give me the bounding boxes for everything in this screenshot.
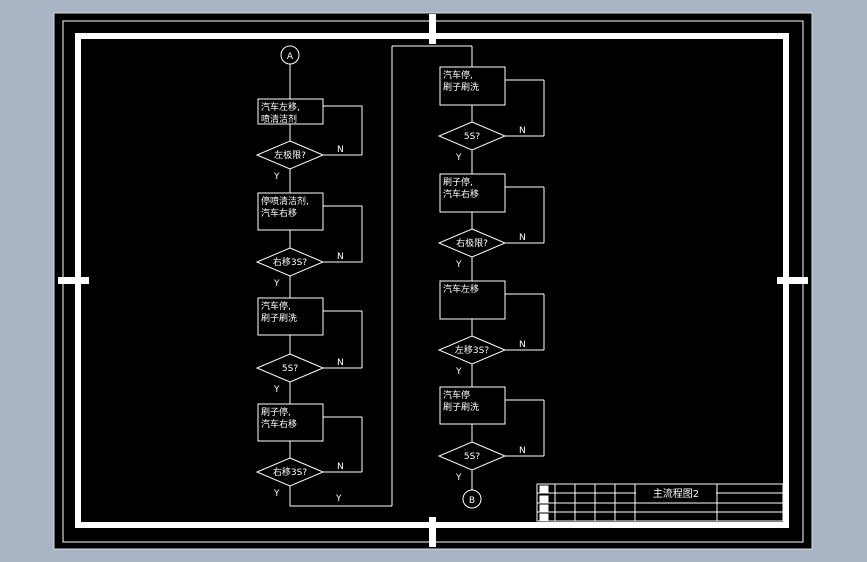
right-decision-text: 左移3S? (455, 344, 489, 356)
flowchart-labels: A汽车左移,喷清洁剂左极限?NY停喷清洁剂,汽车右移右移3S?NY汽车停,刷子刷… (261, 52, 526, 506)
end-connector-label: B (469, 496, 475, 506)
right-process-text: 汽车右移 (443, 188, 479, 200)
right-yes-label: Y (455, 260, 462, 270)
flowchart (255, 45, 545, 509)
right-process-text: 汽车停 (443, 389, 470, 401)
left-no-label: N (337, 462, 344, 472)
center-mark-bottom (429, 517, 436, 547)
center-mark-right (777, 277, 808, 284)
left-no-label: N (337, 358, 344, 368)
right-process-text: 刷子停, (443, 176, 473, 188)
right-yes-label: Y (455, 153, 462, 163)
right-yes-label: Y (455, 473, 462, 483)
left-yes-label: Y (273, 279, 280, 289)
right-process-text: 汽车左移 (443, 283, 479, 295)
right-decision-text: 5S? (464, 132, 480, 142)
right-no-label: N (519, 126, 526, 136)
left-process-text: 汽车右移 (261, 418, 297, 430)
left-yes-label: Y (273, 172, 280, 182)
left-process-text: 停喷清洁剂, (261, 195, 309, 207)
right-process-text: 刷子刷洗 (443, 81, 479, 93)
right-no-label: N (519, 446, 526, 456)
left-no-label: N (337, 145, 344, 155)
end-connector-circle (462, 489, 482, 509)
right-process-text: 汽车停, (443, 69, 473, 81)
right-no-label: N (519, 340, 526, 350)
left-decision-text: 右移3S? (273, 466, 307, 478)
left-decision-text: 5S? (282, 364, 298, 374)
center-mark-top (429, 14, 436, 44)
right-no-label: N (519, 233, 526, 243)
left-yes-label: Y (273, 385, 280, 395)
title-block (536, 483, 784, 522)
left-yes-label: Y (273, 489, 280, 499)
bridge-yes-label: Y (335, 494, 342, 504)
right-process-text: 刷子刷洗 (443, 401, 479, 413)
right-decision-text: 右极限? (456, 237, 488, 249)
right-yes-label: Y (455, 367, 462, 377)
left-decision-text: 右移3S? (273, 256, 307, 268)
start-connector-label: A (287, 52, 294, 62)
left-no-label: N (337, 252, 344, 262)
drawing-sheet (53, 12, 813, 550)
left-process-text: 喷清洁剂 (261, 113, 297, 125)
right-decision-text: 5S? (464, 452, 480, 462)
center-mark-left (58, 277, 89, 284)
left-process-text: 汽车左移, (261, 101, 300, 113)
left-process-text: 汽车右移 (261, 207, 297, 219)
left-process-text: 刷子刷洗 (261, 312, 297, 324)
left-process-text: 汽车停, (261, 300, 291, 312)
left-decision-text: 左极限? (274, 149, 306, 161)
left-process-text: 刷子停, (261, 406, 291, 418)
drawing-title: 主流程图2 (653, 487, 699, 500)
title-cell-bg (636, 485, 716, 500)
